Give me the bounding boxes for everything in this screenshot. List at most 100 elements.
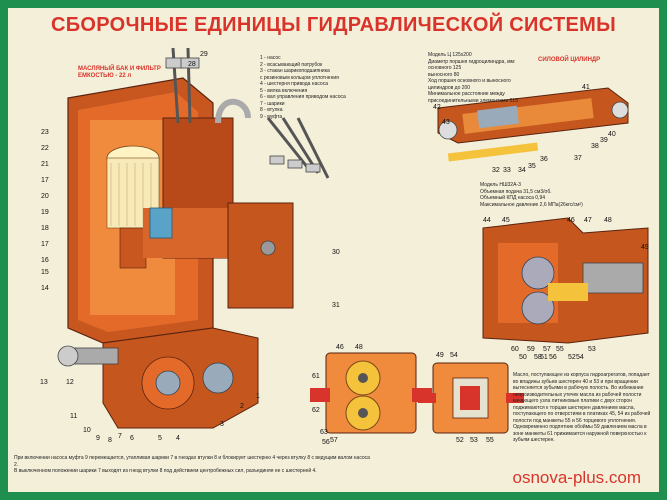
callout: 13 xyxy=(40,379,48,386)
callout: 55 xyxy=(486,437,494,444)
callout: 54 xyxy=(450,352,458,359)
callout: 55 xyxy=(556,346,564,353)
callout: 6 xyxy=(130,435,134,442)
callout-numbers-top: 28 29 xyxy=(188,51,208,68)
tank-label: МАСЛЯНЫЙ БАК И ФИЛЬТР ЕМКОСТЬЮ - 22 л xyxy=(78,66,161,79)
gear-axial-view xyxy=(418,362,524,434)
callout: 17 xyxy=(41,177,49,184)
poster-title: СБОРОЧНЫЕ ЕДИНИЦЫ ГИДРАВЛИЧЕСКОЙ СИСТЕМЫ xyxy=(51,14,616,36)
callout-numbers-gear: 46 48 61 62 63 49 54 53 52 55 56 57 xyxy=(312,344,494,446)
callout: 43 xyxy=(442,119,450,126)
callout: 36 xyxy=(540,156,548,163)
callout-numbers-left: 23 22 21 17 20 19 18 17 16 15 14 xyxy=(41,129,49,292)
callout: 62 xyxy=(312,407,320,414)
callout: 45 xyxy=(502,217,510,224)
callout: 39 xyxy=(600,137,608,144)
callout-numbers-right: 30 31 xyxy=(332,249,340,309)
callout: 60 xyxy=(511,346,519,353)
callout: 59 xyxy=(527,346,535,353)
callout: 9 xyxy=(96,435,100,442)
callout: 46 xyxy=(567,217,575,224)
callout: 61 xyxy=(312,373,320,380)
callout: 53 xyxy=(588,346,596,353)
callout: 56 xyxy=(549,354,557,361)
callout: 57 xyxy=(543,346,551,353)
callout: 5 xyxy=(158,435,162,442)
callout: 28 xyxy=(188,61,196,68)
callout: 29 xyxy=(200,51,208,58)
gear-pump-cutaway xyxy=(482,217,649,344)
site-url[interactable]: osnova-plus.com xyxy=(512,468,641,487)
pump-specs: Модель НШ32А-3 Объемная подача 31,5 см3/… xyxy=(480,182,583,208)
callout: 32 xyxy=(492,167,500,174)
callout: 40 xyxy=(608,131,616,138)
spec-line: Объемная подача 31,5 см3/об. xyxy=(480,188,552,195)
note-line: При включении насоса муфта 9 перемещаетс… xyxy=(14,455,370,468)
callout: 4 xyxy=(176,435,180,442)
callout: 23 xyxy=(41,129,49,136)
callout: 49 xyxy=(436,352,444,359)
legend-list: 1 - насос 2 - всасывающий патрубок 3 - с… xyxy=(260,55,346,120)
callout: 8 xyxy=(108,437,112,444)
callout: 46 xyxy=(336,344,344,351)
callout: 20 xyxy=(41,193,49,200)
callout: 14 xyxy=(41,285,49,292)
callout: 30 xyxy=(332,249,340,256)
callout: 15 xyxy=(41,269,49,276)
callout-numbers-pump: 44 45 46 47 48 49 50 51 52 53 54 55 56 5… xyxy=(483,217,649,361)
legend-item: 4 - шестерня привода насоса xyxy=(260,81,328,87)
lever-knobs xyxy=(165,57,321,173)
callout: 57 xyxy=(330,437,338,444)
distributor-block xyxy=(143,117,294,309)
callout: 49 xyxy=(641,244,649,251)
callout: 21 xyxy=(41,161,49,168)
legend-item: 5 - вилка включения xyxy=(260,87,308,94)
cylinder-label: СИЛОВОЙ ЦИЛИНДР xyxy=(538,57,601,63)
legend-item: 3 - стакан шарикоподшипника xyxy=(260,68,330,74)
callout: 2 xyxy=(240,403,244,410)
callout: 48 xyxy=(604,217,612,224)
callout: 7 xyxy=(118,433,122,440)
hydraulic-assembly-illustration: 23 22 21 17 20 19 18 17 16 15 14 28 29 3… xyxy=(40,47,649,446)
callout: 31 xyxy=(332,302,340,309)
bottom-note: При включении насоса муфта 9 перемещаетс… xyxy=(14,455,374,475)
callout: 1 xyxy=(256,393,260,400)
callout: 35 xyxy=(528,163,536,170)
callout: 3 xyxy=(220,421,224,428)
callout: 48 xyxy=(355,344,363,351)
spec-line: Модель НШ32А-3 xyxy=(480,182,521,188)
callout: 22 xyxy=(41,145,49,152)
callout: 19 xyxy=(41,209,49,216)
callout: 58 xyxy=(534,354,542,361)
spec-line: выносного 80 xyxy=(428,71,460,78)
spec-line: Минимальное расстояние между xyxy=(428,91,505,97)
callout-numbers-bottom-left: 13 12 11 10 9 8 7 6 5 4 3 2 1 xyxy=(40,379,260,444)
spec-line: Ход поршня основного и выносного xyxy=(428,78,511,84)
callout: 52 xyxy=(568,354,576,361)
callout: 34 xyxy=(518,167,526,174)
legend-item: 2 - всасывающий патрубок xyxy=(260,61,323,68)
pump-description: Масло, поступающее из корпуса гидроагрег… xyxy=(513,372,651,443)
callout: 11 xyxy=(70,413,77,420)
legend-item: 1 - насос xyxy=(260,55,281,61)
callout: 37 xyxy=(574,155,582,162)
callout: 17 xyxy=(41,241,49,248)
callout: 16 xyxy=(41,257,49,264)
callout: 47 xyxy=(584,217,592,224)
callout: 54 xyxy=(576,354,584,361)
legend-item: с резиновым кольцом уплотнения xyxy=(260,74,339,81)
note-line: В выключенном положении шарики 7 выходят… xyxy=(14,468,317,474)
pump-housing xyxy=(57,327,259,429)
callout: 38 xyxy=(591,143,599,150)
legend-item: 9 - муфта xyxy=(260,113,283,120)
callout: 63 xyxy=(320,429,328,436)
spec-line: Объемный КПД насоса 0,94 xyxy=(480,195,546,201)
spec-line: присоединительными элементами 515 xyxy=(428,97,518,104)
callout: 41 xyxy=(582,84,590,91)
spec-line: Максимальное давление 2,6 МПа(26кгс/см²) xyxy=(480,201,583,208)
callout: 42 xyxy=(433,104,441,111)
power-cylinder xyxy=(437,87,629,162)
spec-line: цилиндров до 200 xyxy=(428,84,471,91)
gear-section-view xyxy=(310,352,432,434)
